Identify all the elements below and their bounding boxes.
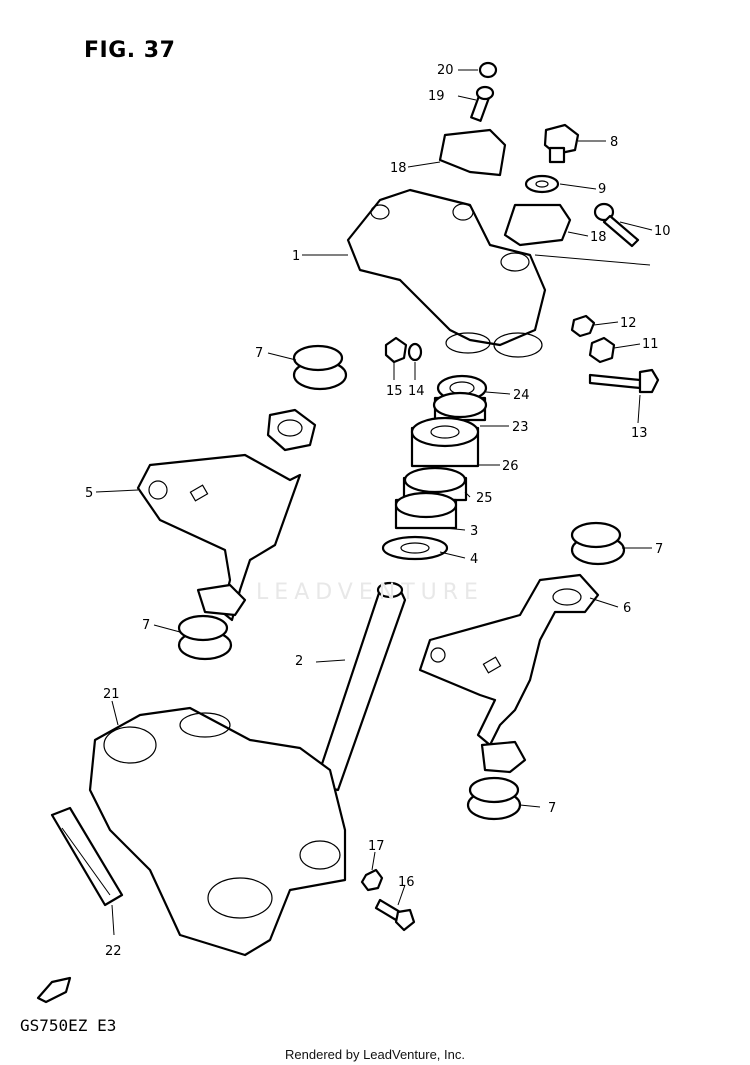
footer-credit: Rendered by LeadVenture, Inc. bbox=[285, 1047, 465, 1062]
model-code: GS750EZ E3 bbox=[20, 1016, 117, 1035]
bracket-5-part bbox=[136, 408, 317, 622]
callout-18b: 18 bbox=[590, 230, 607, 245]
bolt-10-part bbox=[593, 202, 640, 248]
callout-6: 6 bbox=[623, 601, 631, 616]
bearing-stack-part bbox=[381, 374, 488, 561]
steering-stem-part bbox=[313, 581, 407, 792]
bolt-16-part bbox=[374, 898, 416, 932]
bolt-13-part bbox=[588, 368, 660, 394]
callout-11: 11 bbox=[642, 337, 659, 352]
callout-1: 1 bbox=[292, 249, 300, 264]
callout-7d: 7 bbox=[548, 801, 556, 816]
callout-26: 26 bbox=[502, 459, 519, 474]
callout-2: 2 bbox=[295, 654, 303, 669]
callout-21: 21 bbox=[103, 687, 120, 702]
callout-16: 16 bbox=[398, 875, 415, 890]
callout-3: 3 bbox=[470, 524, 478, 539]
washer-14-part bbox=[407, 342, 423, 362]
figure-title: FIG. 37 bbox=[84, 38, 176, 63]
callout-7c: 7 bbox=[142, 618, 150, 633]
lower-bracket-part bbox=[88, 706, 347, 957]
cap-20-part bbox=[478, 61, 498, 79]
callout-4: 4 bbox=[470, 552, 478, 567]
nut-17-part bbox=[360, 868, 384, 892]
handlebar-clamp-upper-part bbox=[438, 128, 507, 177]
callout-20: 20 bbox=[437, 63, 454, 78]
callout-8: 8 bbox=[610, 135, 618, 150]
callout-7a: 7 bbox=[255, 346, 263, 361]
callout-13: 13 bbox=[631, 426, 648, 441]
callout-12: 12 bbox=[620, 316, 637, 331]
grommet-7-part bbox=[177, 344, 626, 821]
callout-18a: 18 bbox=[390, 161, 407, 176]
callout-17: 17 bbox=[368, 839, 385, 854]
handlebar-clamp-lower-part bbox=[503, 203, 572, 247]
callout-24: 24 bbox=[513, 388, 530, 403]
callout-9: 9 bbox=[598, 182, 606, 197]
nut-15-part bbox=[384, 336, 408, 364]
bolt-19-part bbox=[470, 85, 495, 122]
bracket-6-part bbox=[418, 573, 600, 774]
nut-12-part bbox=[570, 314, 596, 338]
callout-10: 10 bbox=[654, 224, 671, 239]
bolt-8-part bbox=[543, 123, 580, 164]
front-direction-arrow-icon bbox=[36, 976, 72, 1004]
callout-23: 23 bbox=[512, 420, 529, 435]
caution-label-part bbox=[50, 806, 124, 907]
watermark: LEADVENTURE bbox=[256, 580, 484, 605]
nut-11-part bbox=[588, 336, 616, 364]
callout-14: 14 bbox=[408, 384, 425, 399]
leader-lines bbox=[95, 69, 653, 936]
callout-5: 5 bbox=[85, 486, 93, 501]
callout-19: 19 bbox=[428, 89, 445, 104]
callout-7b: 7 bbox=[655, 542, 663, 557]
callout-22: 22 bbox=[105, 944, 122, 959]
washer-9-part bbox=[524, 174, 560, 194]
callout-15: 15 bbox=[386, 384, 403, 399]
upper-bracket-part bbox=[346, 188, 547, 358]
callout-25: 25 bbox=[476, 491, 493, 506]
